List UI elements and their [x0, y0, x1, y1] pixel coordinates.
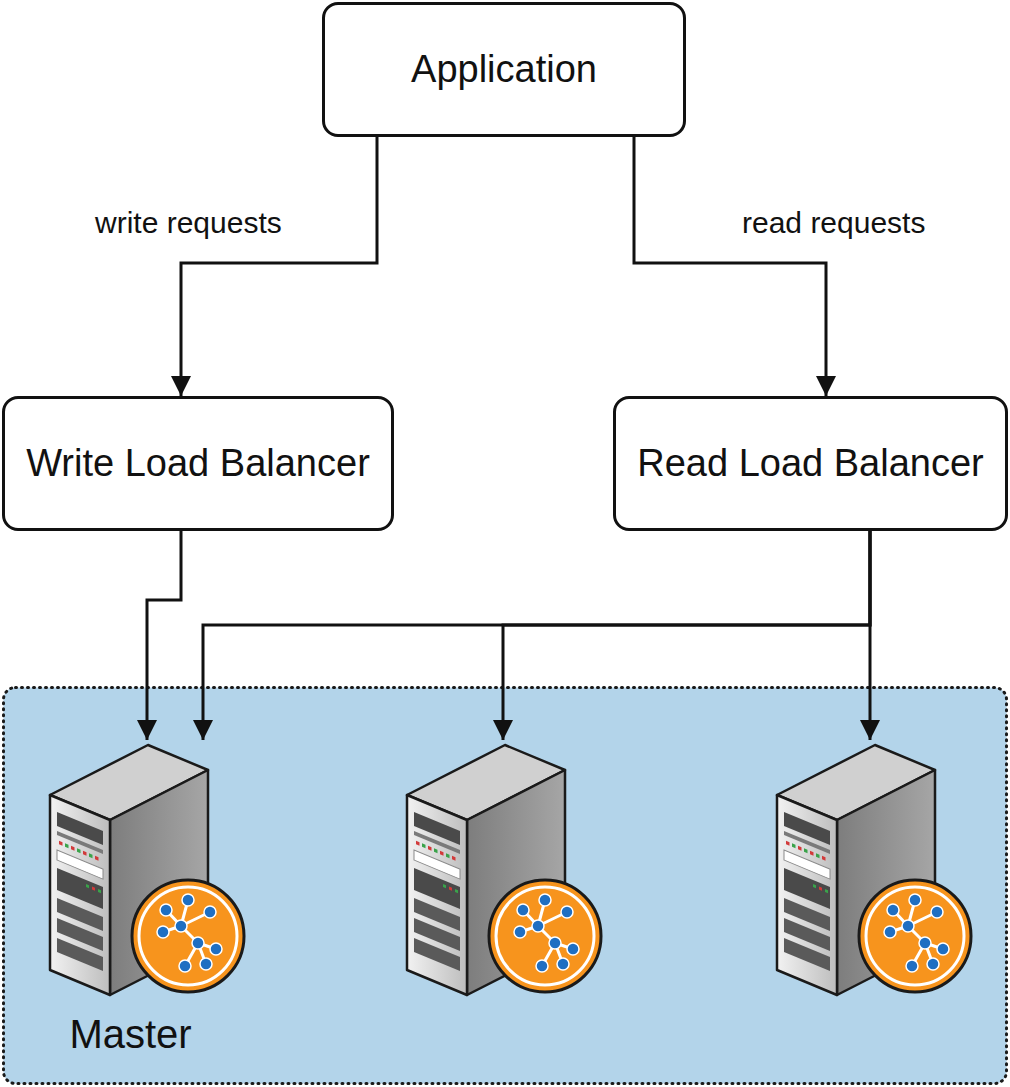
load-balancer-box: Read Load Balancer	[613, 396, 1008, 531]
server-icon	[405, 740, 615, 1000]
box-label: Application	[411, 48, 597, 91]
connector-arrow	[147, 531, 181, 740]
server-icon	[775, 740, 985, 1000]
cluster-background	[4, 688, 1007, 1084]
box-label: Write Load Balancer	[26, 442, 370, 485]
load-balancer-box: Write Load Balancer	[2, 396, 394, 531]
connector-arrow	[869, 531, 872, 740]
connector-arrow	[203, 531, 870, 740]
edge-label: write requests	[93, 206, 284, 240]
connector-arrow	[634, 137, 826, 396]
edge-label: read requests	[740, 206, 927, 240]
application-box: Application	[322, 2, 686, 137]
connector-arrow	[503, 531, 870, 740]
server-node	[405, 740, 615, 1000]
server-node: Master	[48, 740, 258, 1000]
server-icon	[48, 740, 258, 1000]
box-label: Read Load Balancer	[637, 442, 983, 485]
server-label: Master	[48, 1012, 213, 1057]
server-node	[775, 740, 985, 1000]
connector-arrow	[181, 137, 377, 396]
